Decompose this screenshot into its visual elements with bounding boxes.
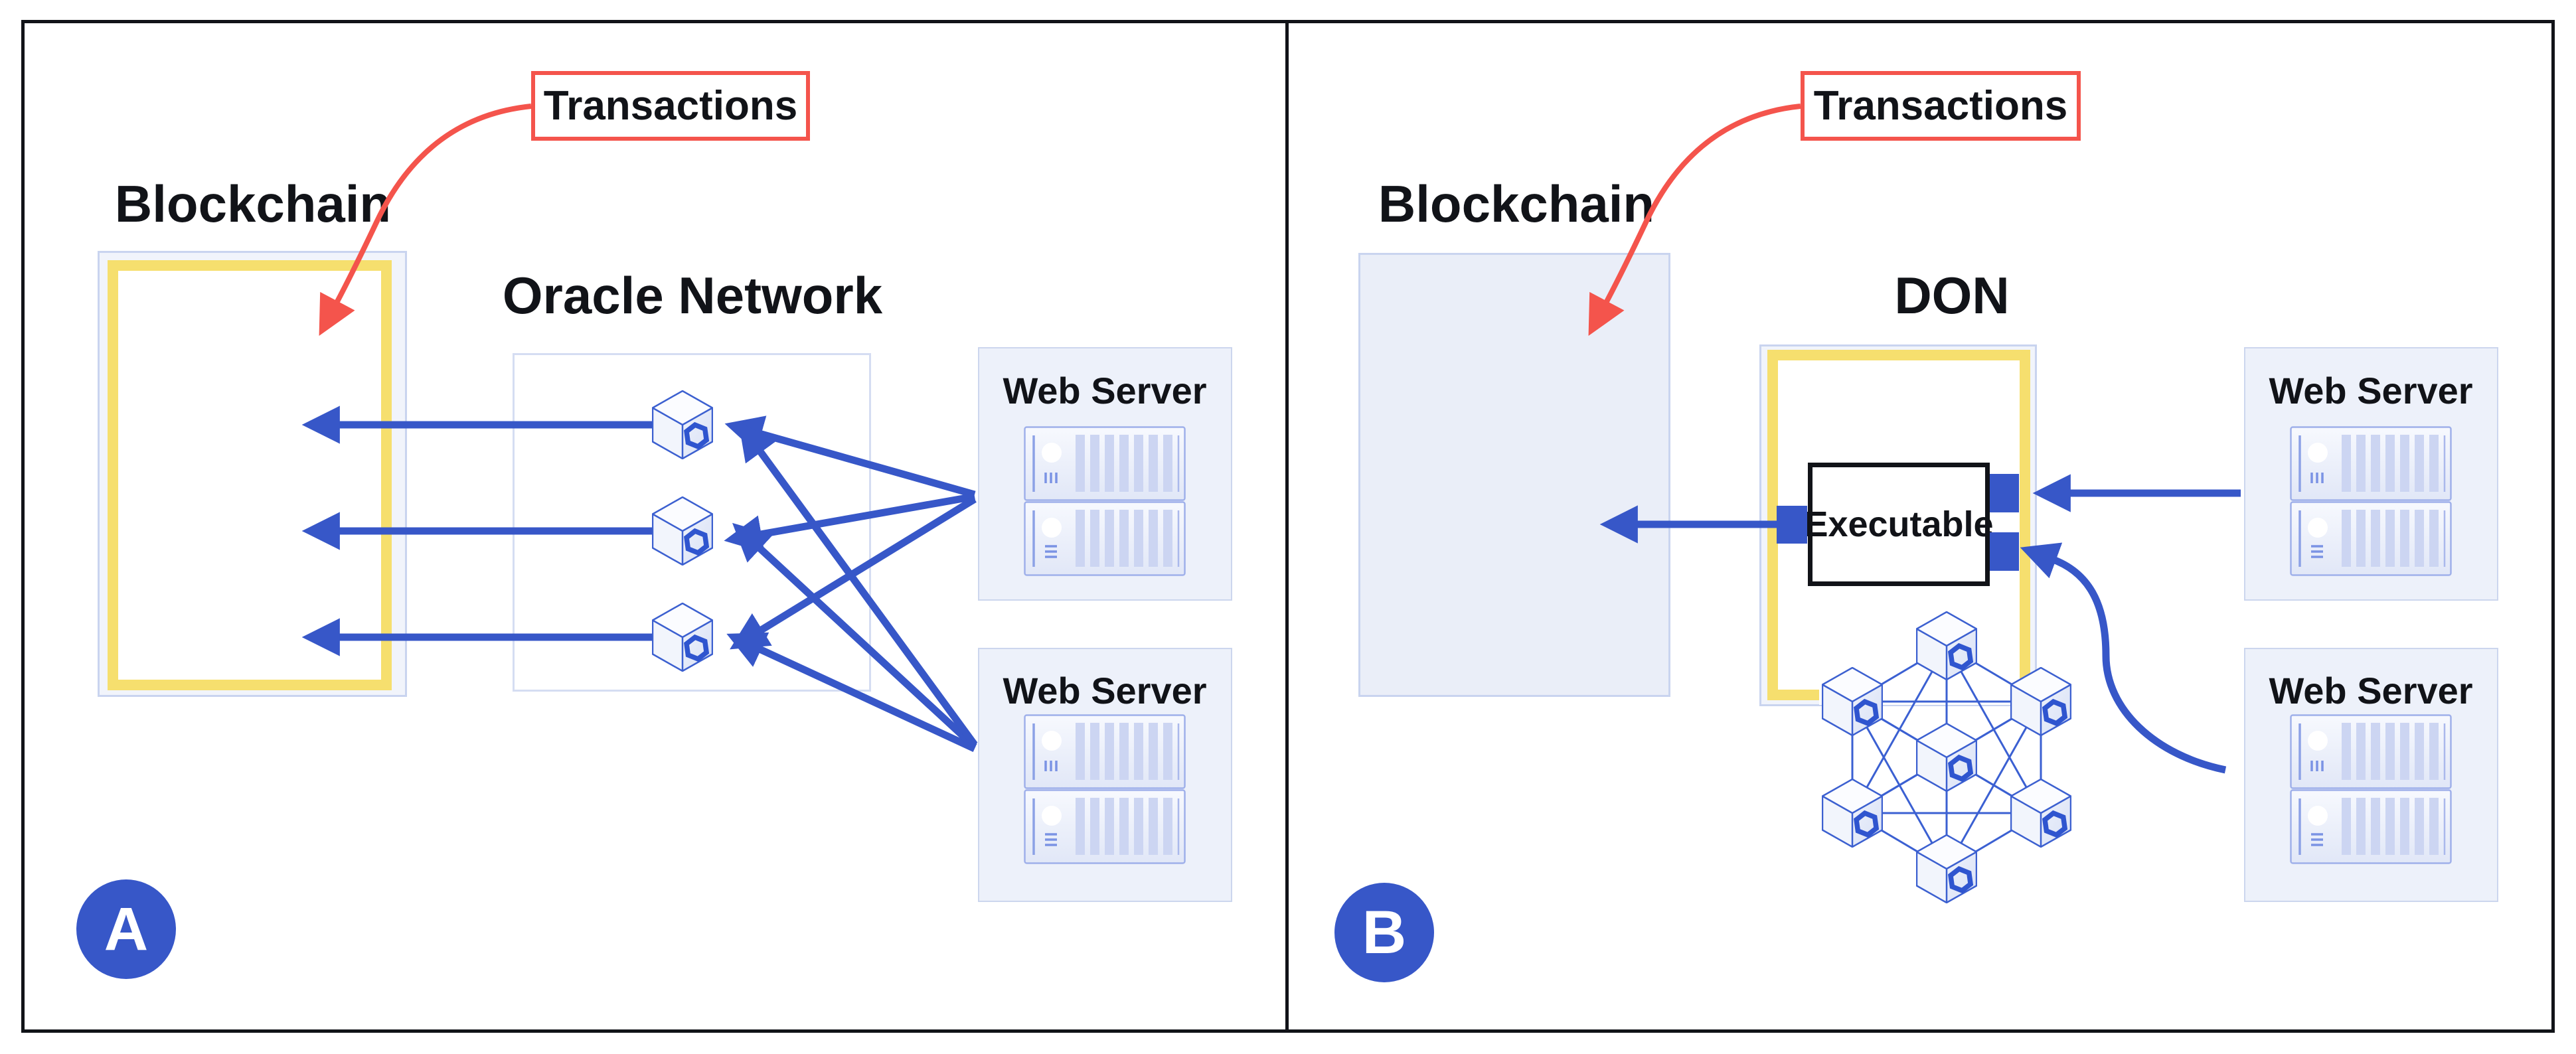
transactions-callout-b: Transactions [1801, 71, 2081, 141]
blockchain-label-a: Blockchain [114, 175, 392, 233]
blockchain-box-b [1358, 253, 1670, 697]
executable-label: Executable [1804, 504, 1994, 544]
web-server-label-b2: Web Server [2269, 670, 2473, 712]
web-server-label-a2: Web Server [1003, 670, 1207, 712]
server-rack-icon [2290, 714, 2452, 864]
panel-badge-b-letter: B [1362, 898, 1407, 966]
blockchain-label-b: Blockchain [1378, 175, 1655, 233]
oracle-network-label: Oracle Network [502, 266, 883, 325]
transactions-callout-a: Transactions [531, 71, 810, 141]
transactions-label-a: Transactions [543, 83, 798, 129]
web-server-label-a1: Web Server [1003, 370, 1207, 412]
server-rack-icon [1024, 426, 1186, 576]
server-rack-icon [2290, 426, 2452, 576]
panel-divider [1285, 20, 1289, 1029]
panel-badge-a: A [76, 879, 176, 979]
oracle-network-box [513, 353, 871, 692]
web-server-label-b1: Web Server [2269, 370, 2473, 412]
server-rack-icon [1024, 714, 1186, 864]
panel-badge-b: B [1334, 883, 1434, 982]
blockchain-box-a [108, 260, 392, 690]
don-label: DON [1894, 266, 2010, 325]
transactions-label-b: Transactions [1813, 83, 2068, 129]
executable-box: Executable [1804, 463, 1994, 586]
panel-badge-a-letter: A [104, 895, 149, 963]
